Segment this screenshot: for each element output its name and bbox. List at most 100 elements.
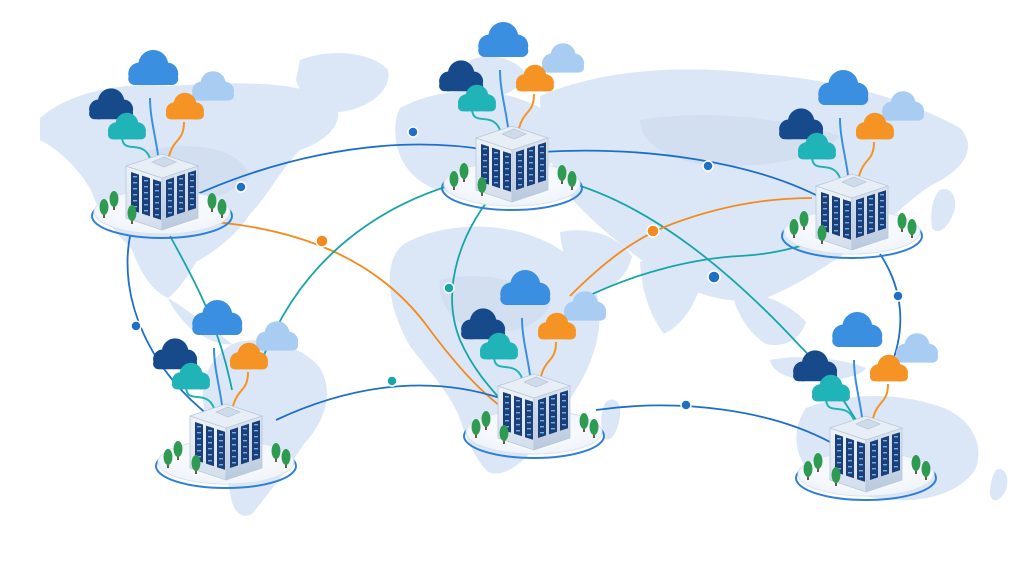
rack-led: [133, 194, 137, 196]
map-india: [640, 260, 700, 334]
rack-led: [254, 424, 258, 426]
rack-led: [243, 446, 247, 448]
cloud-icon: [457, 84, 496, 112]
rack-led: [197, 444, 201, 446]
rack-led: [872, 450, 876, 452]
rack-led: [518, 172, 522, 174]
tree-icon: [127, 205, 137, 224]
link-dot: [407, 126, 419, 138]
rack-led: [872, 474, 876, 476]
rack-led: [562, 394, 566, 396]
tree-icon: [99, 199, 109, 218]
rack-led: [243, 452, 247, 454]
link-na-sa-blue: [126, 235, 213, 419]
rack-led: [208, 442, 212, 444]
rack-led: [219, 446, 223, 448]
rack-led: [232, 462, 236, 464]
rack-led: [483, 178, 487, 180]
rack-led: [845, 222, 849, 224]
rack-led: [208, 460, 212, 462]
rack-led: [505, 396, 509, 398]
rack-led: [483, 154, 487, 156]
rack-led: [168, 188, 172, 190]
rack-led: [834, 218, 838, 220]
map-greenland: [296, 53, 389, 112]
server-rack: [503, 151, 511, 192]
rack-led: [168, 194, 172, 196]
rack-led: [540, 146, 544, 148]
rack-led: [518, 166, 522, 168]
server-rack: [166, 177, 174, 218]
rack-led: [197, 426, 201, 428]
rack-led: [529, 162, 533, 164]
server-rack: [153, 179, 161, 220]
rack-led: [859, 452, 863, 454]
cloud-icon: [818, 70, 869, 105]
server-rack: [514, 395, 522, 437]
rack-led: [518, 178, 522, 180]
rack-led: [880, 206, 884, 208]
cloud-icon: [256, 321, 299, 351]
roof-unit: [501, 128, 527, 140]
rack-led: [168, 200, 172, 202]
rack-led: [845, 210, 849, 212]
rack-led: [858, 232, 862, 234]
data-center-south-america: [153, 300, 299, 489]
cloud-stem: [521, 317, 532, 379]
rack-led: [483, 148, 487, 150]
cloud-icon: [537, 312, 576, 340]
rack-led: [869, 228, 873, 230]
cloud-stem: [231, 371, 249, 409]
map-japan: [931, 189, 956, 232]
rack-led: [516, 418, 520, 420]
tree-icon: [471, 419, 481, 438]
rack-led: [834, 224, 838, 226]
rack-led: [562, 412, 566, 414]
rack-led: [133, 176, 137, 178]
roof-unit: [841, 176, 867, 188]
rack-led: [494, 164, 498, 166]
cloud-icon: [855, 112, 894, 140]
rack-led: [133, 182, 137, 184]
data-center-east-asia: [779, 70, 925, 259]
link-dots: [130, 126, 904, 411]
link-na-europe: [159, 143, 489, 213]
rack-led: [232, 432, 236, 434]
cloud-icon: [869, 354, 908, 382]
rack-led: [859, 446, 863, 448]
cloud-icon: [192, 71, 235, 101]
rack-led: [837, 450, 841, 452]
cloud-icon: [165, 92, 204, 120]
cloud-icon: [107, 112, 146, 140]
server-rack: [217, 429, 225, 470]
tree-icon: [911, 455, 921, 474]
rack-led: [243, 434, 247, 436]
rack-led: [527, 428, 531, 430]
server-rack: [527, 145, 535, 187]
tree-icon: [271, 443, 281, 462]
rack-led: [540, 170, 544, 172]
cloud-icon: [793, 350, 838, 382]
cloud-icon: [882, 91, 925, 121]
rack-led: [232, 438, 236, 440]
rack-led: [133, 188, 137, 190]
cloud-icon: [478, 22, 529, 57]
rack-led: [845, 234, 849, 236]
server-rack: [525, 399, 533, 440]
rack-led: [540, 432, 544, 434]
rack-led: [834, 200, 838, 202]
cloud-stem: [149, 97, 160, 159]
rack-led: [551, 416, 555, 418]
server-rack: [549, 393, 557, 435]
tree-icon: [907, 219, 917, 238]
link-dot: [707, 270, 721, 284]
rack-led: [848, 466, 852, 468]
link-na-africa-orange: [189, 219, 501, 407]
rack-led: [823, 220, 827, 222]
rack-led: [518, 184, 522, 186]
rack-led: [837, 468, 841, 470]
rack-led: [505, 414, 509, 416]
cloud-icon: [811, 374, 850, 402]
rack-led: [219, 440, 223, 442]
rack-led: [823, 196, 827, 198]
